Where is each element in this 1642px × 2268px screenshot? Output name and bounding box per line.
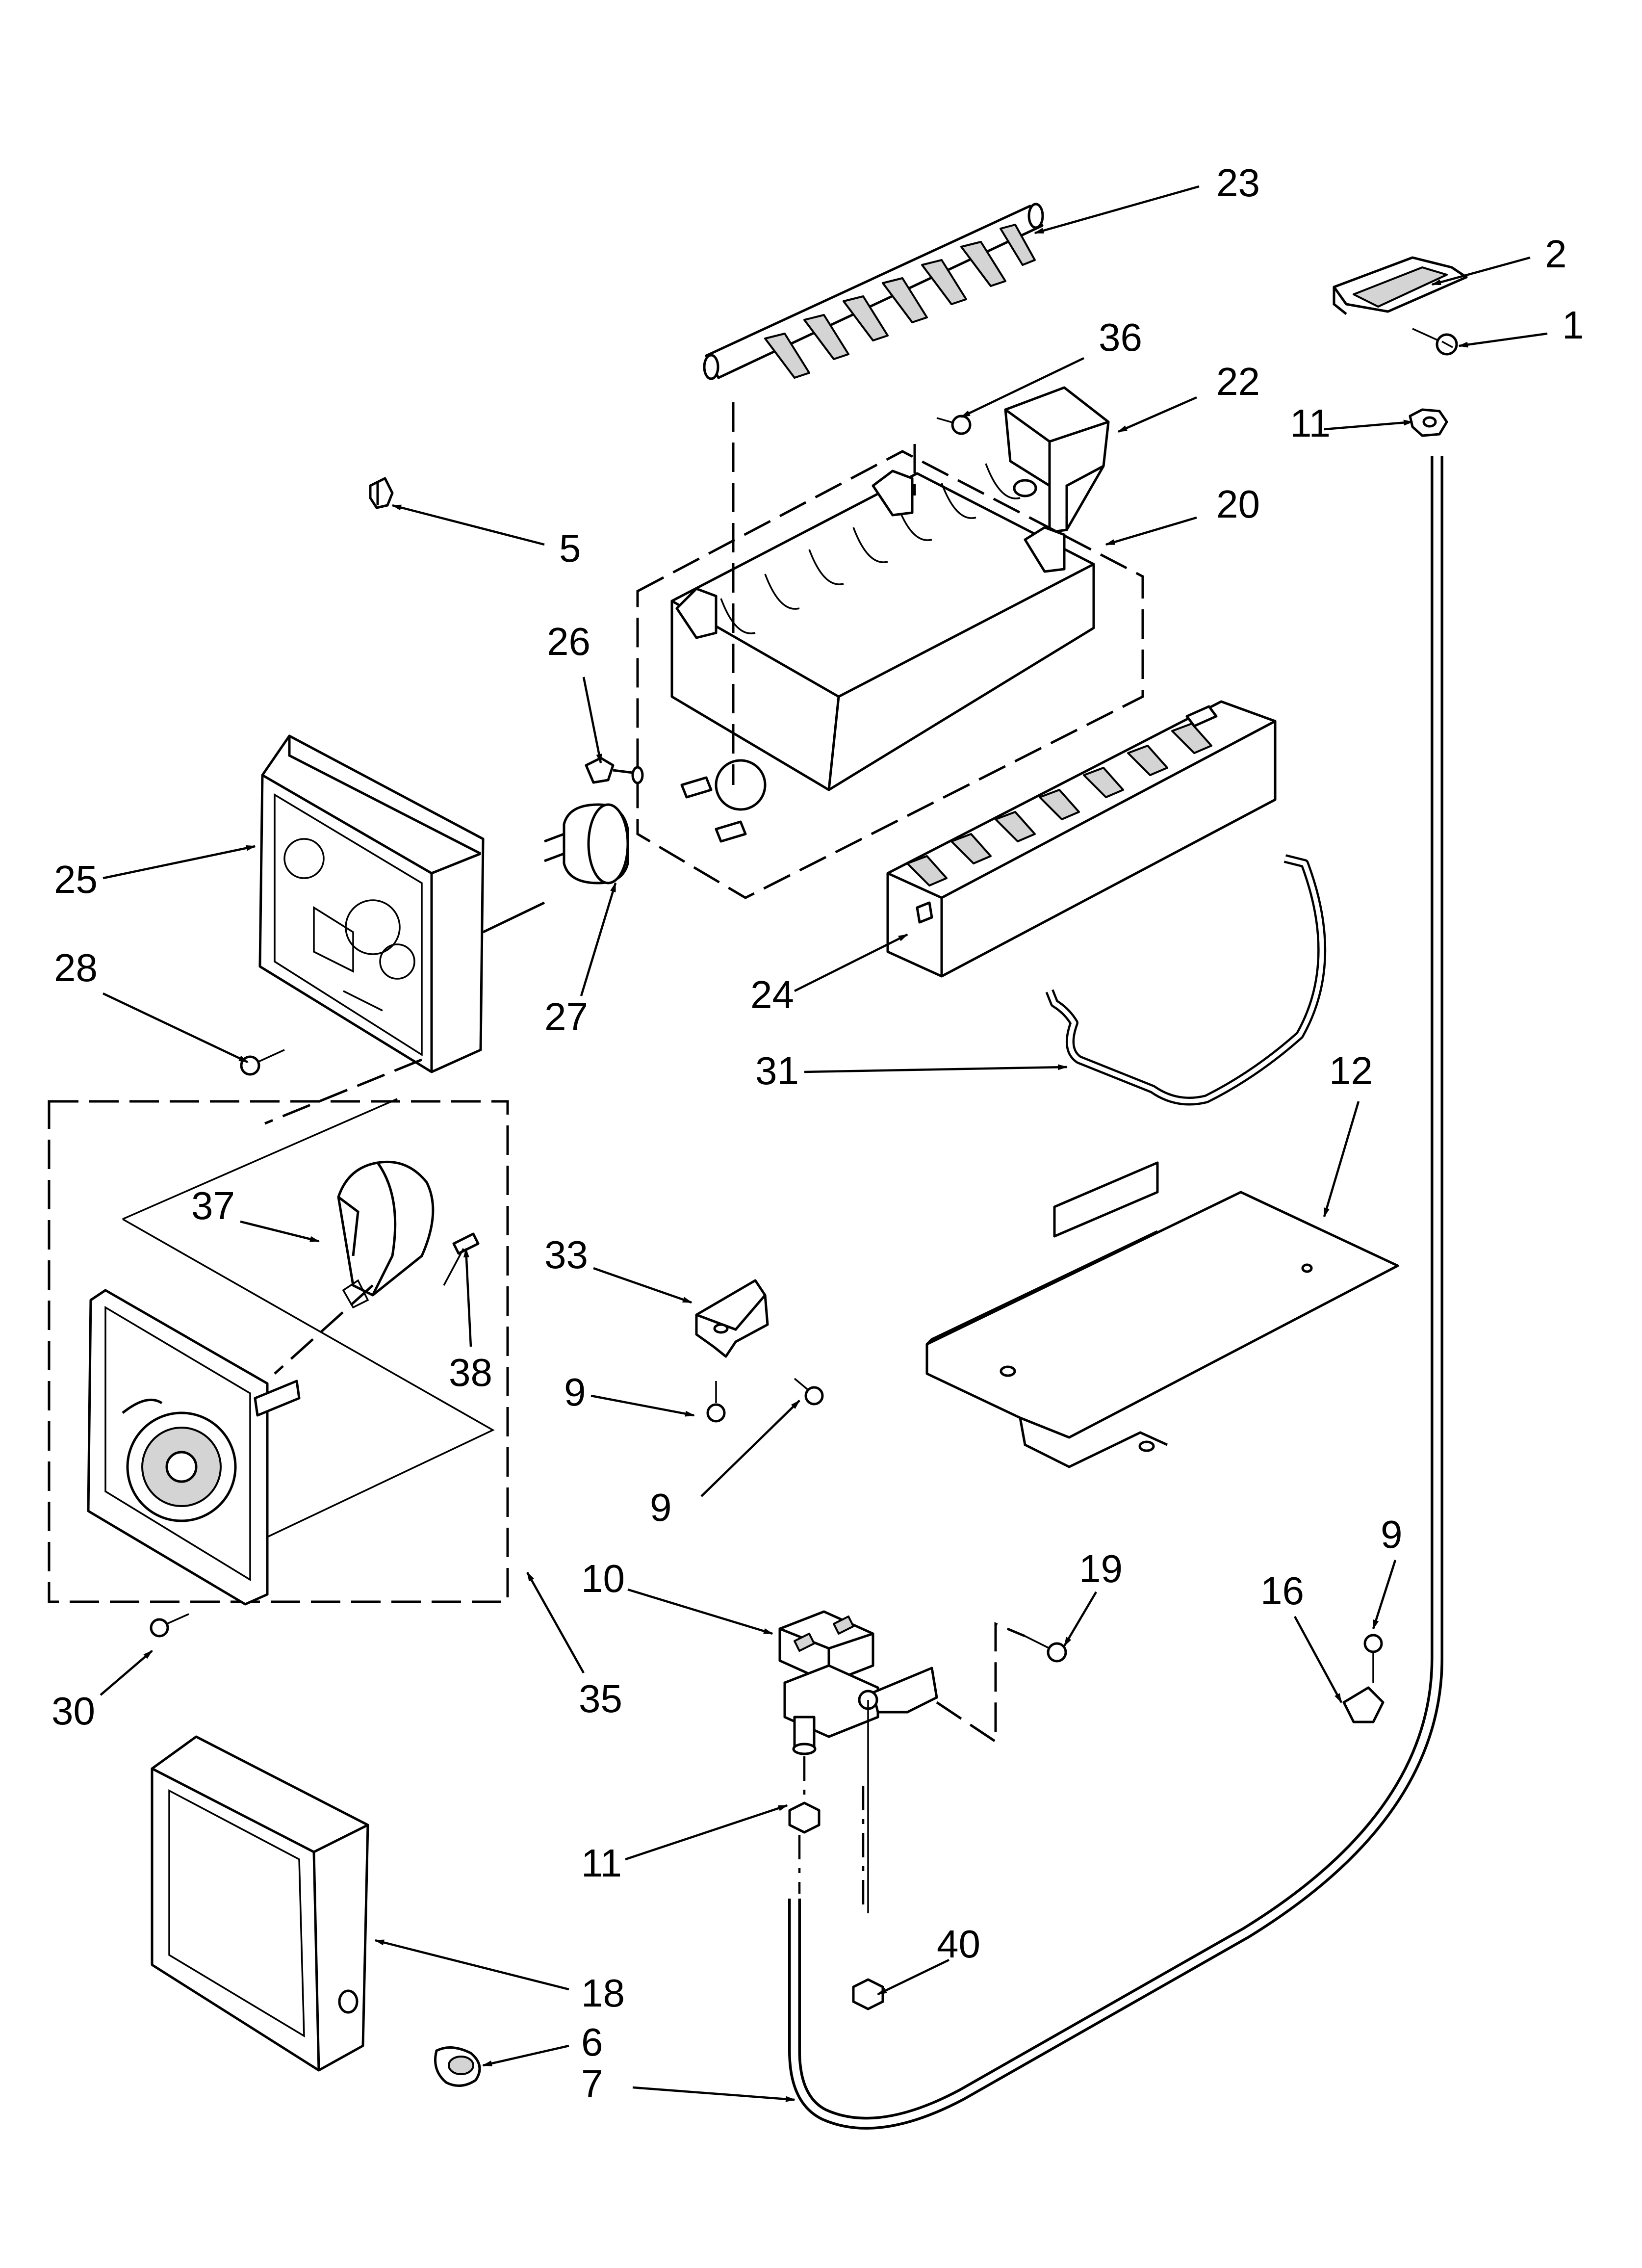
module-housing-part-25 [258,734,545,1073]
nut-part-11-bottom [788,1756,821,1894]
screw-part-9-c [1363,1634,1383,1683]
nut-part-11-top [1409,408,1448,437]
leader-arrow-5 [391,504,545,546]
callout-label-27: 27 [544,995,588,1039]
leader-arrow-1 [1458,332,1548,348]
screw-part-36 [936,415,972,435]
motor-module [87,1289,301,1606]
callout-label-1: 1 [1562,303,1584,347]
leader-arrow-11 [1324,419,1413,431]
callout-label-7: 7 [581,2062,603,2106]
callout-label-31: 31 [755,1049,799,1093]
screw-part-30 [150,1613,189,1638]
leader-arrow-19 [1063,1591,1097,1647]
callout-layer: 23 2 1 36 22 11 20 5 26 25 27 28 24 31 12 37 38 33 9 9 9 10 19… [51,161,1584,2106]
leader-arrow-27 [580,882,617,996]
fastener-part-26 [585,756,644,784]
callout-label-9: 9 [1381,1512,1403,1556]
leader-arrow-40 [877,1958,949,1996]
motor-cover-part-37 [337,1160,435,1309]
water-valve-part-10 [778,1610,938,1913]
leader-arrow-11 [625,1804,788,1861]
leader-arrow-25 [103,845,256,880]
leader-arrow-16 [1294,1616,1342,1703]
screw-part-38 [443,1232,480,1286]
callout-label-26: 26 [547,620,590,663]
motor-assembly-box-part-35 [48,1100,509,1603]
callout-label-11: 11 [581,1841,622,1885]
callout-label-30: 30 [51,1689,95,1733]
callout-label-16: 16 [1260,1569,1304,1613]
fill-cup-part-22 [1004,386,1110,534]
callout-label-22: 22 [1216,360,1260,403]
callout-label-25: 25 [54,858,98,901]
callout-label-5: 5 [559,526,581,570]
leader-arrow-20 [1105,516,1197,546]
thermostat-part-27 [544,803,629,885]
callout-label-23: 23 [1216,161,1260,205]
water-tube-part-7 [788,456,1443,2130]
leader-arrow-9 [700,1400,800,1497]
callout-label-40: 40 [937,1922,980,1966]
nut-part-40 [852,1978,884,2010]
screw-part-9-b [794,1378,824,1406]
callout-label-28: 28 [54,946,98,990]
screw-part-19 [936,1622,1067,1744]
callout-label-19: 19 [1079,1547,1123,1590]
leader-arrow-28 [103,992,249,1064]
callout-label-35: 35 [579,1677,622,1721]
assembly-guide-lines [264,402,916,1375]
callout-label-9: 9 [564,1370,586,1414]
tube-clamp-part-16 [1342,1686,1385,1723]
leader-arrow-31 [804,1064,1068,1073]
callout-label-12: 12 [1329,1049,1373,1093]
callout-label-9: 9 [650,1486,672,1529]
bracket-part-2 [1333,256,1468,315]
callout-label-6: 6 [581,2020,603,2064]
leader-arrow-24 [794,933,908,992]
screw-part-1 [1412,328,1458,356]
shutoff-arm-part-31 [1045,854,1327,1106]
bracket-part-33 [695,1279,769,1358]
callout-label-18: 18 [581,1971,625,2015]
leader-arrow-6 [482,2044,569,2067]
leader-arrow-23 [1034,185,1200,235]
leader-arrow-9 [590,1394,695,1417]
leader-arrow-26 [582,677,602,764]
callout-label-24: 24 [750,973,794,1017]
callout-label-36: 36 [1099,315,1142,359]
callout-label-11: 11 [1290,401,1331,445]
callout-label-10: 10 [581,1557,625,1600]
callout-label-37: 37 [191,1184,235,1227]
leader-arrow-7 [632,2086,795,2102]
screw-part-28 [240,1049,285,1076]
leader-arrow-38 [463,1248,472,1347]
screw-part-9-a [706,1381,726,1423]
callout-label-38: 38 [449,1351,492,1394]
leader-arrow-2 [1431,256,1531,286]
leader-arrow-18 [374,1939,569,1991]
callout-label-2: 2 [1545,232,1567,276]
ice-mold-part-20 [636,450,1144,899]
clip-part-5 [369,477,394,509]
leader-arrow-12 [1323,1101,1360,1218]
leader-arrow-9 [1372,1560,1397,1630]
leader-arrow-33 [593,1267,693,1304]
front-cover-part-18 [151,1735,369,2072]
plug-part-6 [434,2046,481,2087]
leader-arrow-30 [100,1650,153,1696]
leader-arrow-10 [627,1588,773,1635]
callout-label-33: 33 [544,1233,588,1277]
leader-arrow-37 [240,1220,320,1243]
leader-arrow-35 [526,1571,585,1674]
ejector-shaft-part-23 [703,203,1044,380]
cover-part-24 [886,700,1277,978]
callout-label-20: 20 [1216,482,1260,526]
shield-plate-part-12 [925,1161,1399,1468]
leader-arrow-22 [1117,396,1197,433]
leader-arrow-36 [960,357,1084,418]
